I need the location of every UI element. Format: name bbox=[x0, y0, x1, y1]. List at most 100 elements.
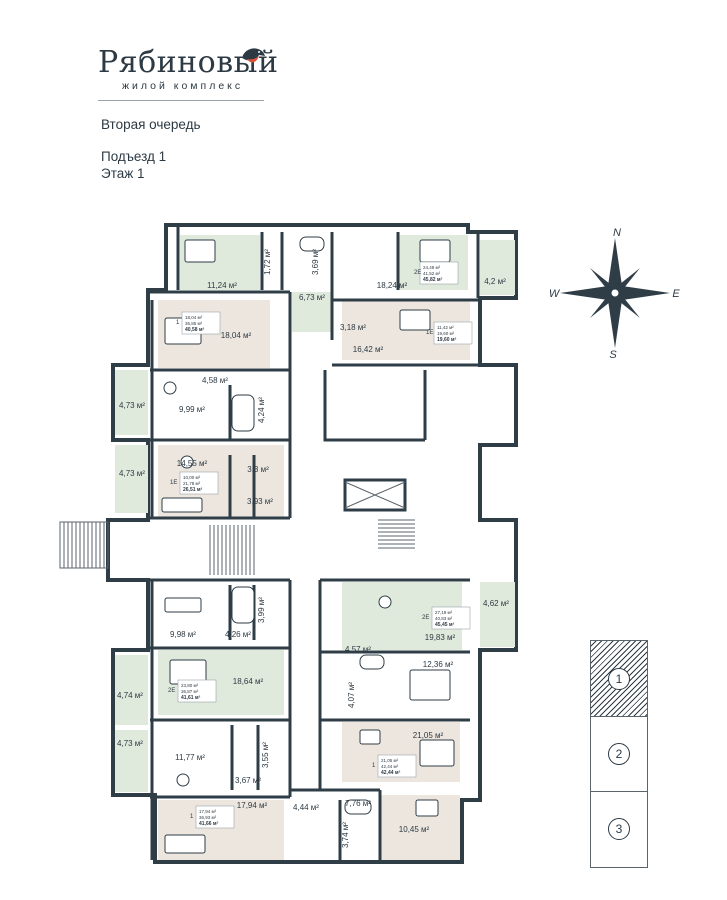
room bbox=[292, 292, 332, 332]
area-labels: 11,24 м² 1,72 м² 3,69 м² 18,24 м² 4,2 м²… bbox=[117, 249, 509, 848]
svg-text:42,44 м²: 42,44 м² bbox=[381, 764, 399, 769]
flat-type: 1 bbox=[176, 320, 180, 326]
flat-type: 2E bbox=[168, 688, 175, 694]
brand-subtitle: жилой комплекс bbox=[122, 80, 244, 92]
building-walls bbox=[106, 223, 518, 864]
queue-label: Вторая очередь bbox=[101, 117, 201, 132]
svg-text:36,85 м²: 36,85 м² bbox=[185, 321, 203, 326]
area-label: 3,3 м² bbox=[247, 465, 269, 474]
svg-text:42,44 м²: 42,44 м² bbox=[381, 770, 401, 776]
flat-card: 1 18,04 м² 36,85 м² 40,58 м² bbox=[176, 311, 221, 335]
flat-type: 2E bbox=[414, 270, 421, 276]
area-label: 21,05 м² bbox=[413, 731, 444, 740]
compass-south: S bbox=[609, 349, 617, 358]
floor-number: 2 bbox=[608, 743, 630, 765]
area-label: 4,26 м² bbox=[225, 630, 251, 639]
area-label: 6,73 м² bbox=[299, 293, 325, 302]
area-label: 3,74 м² bbox=[341, 822, 350, 848]
area-label: 3,18 м² bbox=[340, 323, 366, 332]
area-label: 19,83 м² bbox=[425, 633, 456, 642]
area-label: 4,62 м² bbox=[483, 599, 509, 608]
area-label: 3,99 м² bbox=[257, 597, 266, 623]
staircase bbox=[59, 481, 415, 575]
room bbox=[115, 370, 148, 435]
area-label: 3,67 м² bbox=[235, 776, 261, 785]
area-label: 4,73 м² bbox=[117, 739, 143, 748]
area-label: 9,98 м² bbox=[170, 630, 196, 639]
svg-text:17,94 м²: 17,94 м² bbox=[199, 809, 217, 814]
room bbox=[480, 582, 515, 647]
svg-text:21,05 м²: 21,05 м² bbox=[381, 758, 399, 763]
svg-text:41,66 м²: 41,66 м² bbox=[199, 821, 219, 827]
area-label: 4,73 м² bbox=[119, 401, 145, 410]
compass-east: E bbox=[672, 288, 680, 300]
svg-text:24,48 м²: 24,48 м² bbox=[423, 265, 441, 270]
flat-card: 2E 23,80 м² 36,87 м² 41,61 м² bbox=[168, 679, 217, 703]
area-label: 18,04 м² bbox=[221, 331, 252, 340]
rooms-green bbox=[115, 235, 515, 792]
svg-text:45,45 м²: 45,45 м² bbox=[435, 622, 455, 628]
flat-card: 2E 27,19 м² 40,83 м² 45,45 м² bbox=[422, 606, 471, 630]
flat-type: 1E bbox=[426, 330, 433, 336]
area-label: 14,55 м² bbox=[177, 459, 208, 468]
svg-text:21,78 м²: 21,78 м² bbox=[183, 481, 201, 486]
svg-text:40,83 м²: 40,83 м² bbox=[435, 616, 453, 621]
area-label: 18,64 м² bbox=[233, 677, 264, 686]
svg-text:26,51 м²: 26,51 м² bbox=[183, 487, 203, 493]
floor-label: Этаж 1 bbox=[101, 166, 145, 181]
area-label: 18,24 м² bbox=[377, 281, 408, 290]
flat-card: 1 17,94 м² 36,93 м² 41,66 м² bbox=[190, 805, 235, 829]
svg-text:11,42 м²: 11,42 м² bbox=[437, 325, 454, 330]
area-label: 4,07 м² bbox=[347, 682, 356, 708]
area-label: 4,57 м² bbox=[345, 645, 371, 654]
svg-text:41,61 м²: 41,61 м² bbox=[181, 695, 201, 701]
entrance-floor-info: Подъезд 1 Этаж 1 bbox=[101, 148, 166, 182]
floor-selector: 1 2 3 bbox=[590, 640, 648, 868]
flat-card: 1 21,05 м² 42,44 м² 42,44 м² bbox=[372, 754, 417, 778]
area-label: 4,58 м² bbox=[202, 376, 228, 385]
compass-icon: N E S W bbox=[550, 228, 680, 358]
svg-text:36,87 м²: 36,87 м² bbox=[181, 689, 199, 694]
svg-text:45,82 м²: 45,82 м² bbox=[423, 277, 443, 283]
area-label: 11,77 м² bbox=[175, 753, 205, 762]
area-label: 4,73 м² bbox=[119, 469, 145, 478]
area-label: 4,44 м² bbox=[293, 803, 319, 812]
area-label: 4,24 м² bbox=[257, 397, 266, 423]
area-label: 3,55 м² bbox=[261, 742, 270, 768]
area-label: 10,45 м² bbox=[399, 825, 430, 834]
svg-text:27,19 м²: 27,19 м² bbox=[435, 610, 453, 615]
bird-icon bbox=[242, 48, 265, 63]
floor-number: 3 bbox=[608, 818, 630, 840]
svg-text:40,58 м²: 40,58 м² bbox=[185, 327, 205, 333]
area-label: 9,99 м² bbox=[179, 405, 205, 414]
flat-cards: 2E 24,48 м² 41,52 м² 45,82 м² 1 18,04 м²… bbox=[168, 261, 473, 829]
flat-type: 1 bbox=[190, 814, 194, 820]
flat-type: 1 bbox=[372, 763, 376, 769]
svg-text:23,80 м²: 23,80 м² bbox=[181, 683, 199, 688]
compass-north: N bbox=[613, 228, 621, 239]
header-divider bbox=[98, 100, 264, 101]
svg-text:10,00 м²: 10,00 м² bbox=[183, 475, 201, 480]
floor-option-3[interactable]: 3 bbox=[591, 791, 647, 866]
room bbox=[480, 240, 515, 295]
area-label: 11,24 м² bbox=[207, 281, 237, 290]
floor-option-1[interactable]: 1 bbox=[591, 641, 647, 716]
floor-number: 1 bbox=[608, 667, 630, 690]
svg-text:41,52 м²: 41,52 м² bbox=[423, 271, 441, 276]
area-label: 4,74 м² bbox=[117, 691, 143, 700]
area-label: 4,2 м² bbox=[484, 277, 506, 286]
room bbox=[115, 655, 148, 725]
floor-option-2[interactable]: 2 bbox=[591, 716, 647, 791]
area-label: 7,76 м² bbox=[345, 799, 371, 808]
flat-type: 1E bbox=[170, 480, 177, 486]
area-label: 12,36 м² bbox=[423, 660, 454, 669]
area-label: 3,69 м² bbox=[311, 249, 320, 275]
svg-text:18,04 м²: 18,04 м² bbox=[185, 315, 203, 320]
compass-west: W bbox=[550, 288, 561, 300]
flat-card: 1E 10,00 м² 21,78 м² 26,51 м² bbox=[170, 471, 219, 495]
svg-text:19,60 м²: 19,60 м² bbox=[437, 337, 457, 343]
area-label: 17,94 м² bbox=[237, 801, 268, 810]
entrance-label: Подъезд 1 bbox=[101, 149, 167, 164]
interior-walls bbox=[150, 225, 480, 862]
